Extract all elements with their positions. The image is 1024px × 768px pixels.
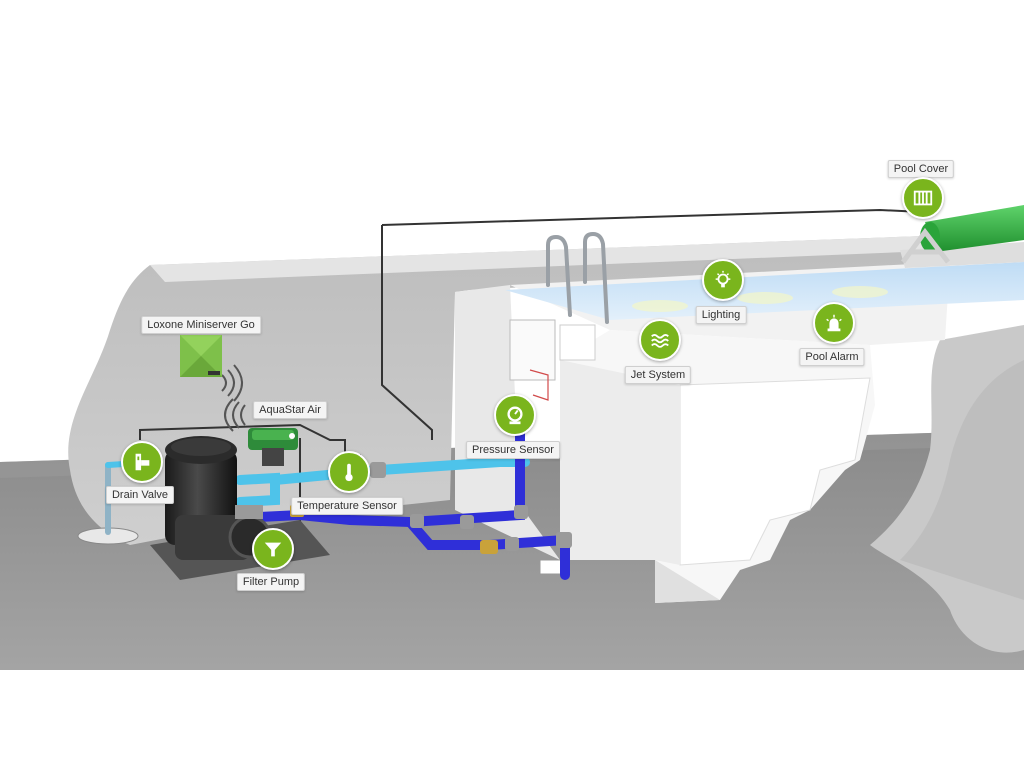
pool-cover-icon — [902, 177, 944, 219]
pool-cover-roller — [900, 205, 1024, 264]
alarm-siren-icon — [813, 302, 855, 344]
label-temperature-sensor: Temperature Sensor — [291, 497, 403, 515]
label-filter-pump: Filter Pump — [236, 573, 306, 591]
pool-ladder — [546, 231, 609, 324]
miniserver-device — [180, 335, 222, 377]
aquastar-valve-unit — [248, 428, 298, 466]
label-pool-alarm: Pool Alarm — [799, 348, 865, 366]
label-pressure-sensor: Pressure Sensor — [466, 441, 560, 459]
label-miniserver: Loxone Miniserver Go — [141, 316, 261, 334]
label-pool-cover: Pool Cover — [887, 160, 955, 178]
label-drain-valve: Drain Valve — [105, 486, 175, 504]
funnel-icon — [252, 528, 294, 570]
thermometer-icon — [328, 451, 370, 493]
light-bulb-icon — [702, 259, 744, 301]
waves-icon — [639, 319, 681, 361]
pit-wall-left — [68, 235, 960, 545]
label-jet-system: Jet System — [624, 366, 692, 384]
skimmer — [509, 319, 596, 401]
gauge-icon — [494, 394, 536, 436]
label-lighting: Lighting — [695, 306, 747, 324]
wireless-signal-icon — [221, 364, 246, 432]
drain-valve-icon — [121, 441, 163, 483]
label-aquastar: AquaStar Air — [253, 401, 327, 419]
